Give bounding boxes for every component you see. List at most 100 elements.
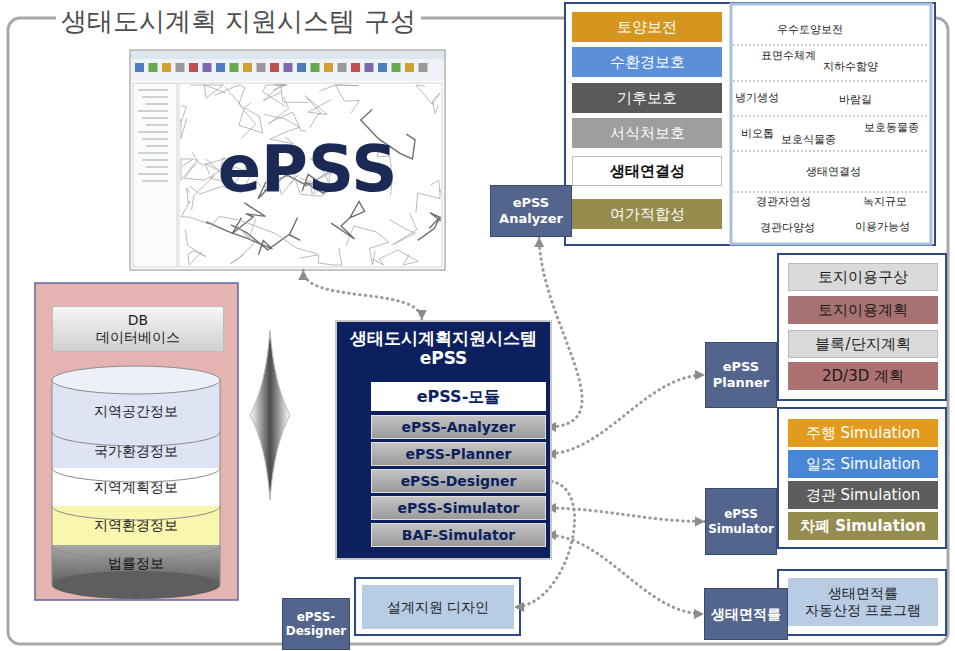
tool-icon — [270, 63, 279, 72]
diagram-title: 생태도시계획 지원시스템 구성 — [56, 6, 421, 37]
map-stroke — [185, 152, 220, 180]
module-label: ePSS-Designer — [282, 598, 350, 650]
db-layer: 국가환경정보 — [52, 436, 220, 466]
map-stroke — [232, 203, 265, 234]
node-text: 기후보호 — [617, 89, 677, 107]
category-box: 서식처보호 — [572, 118, 722, 148]
module-header: ePSS-모듈 — [371, 382, 546, 411]
db-layer: 지역계획정보 — [52, 472, 220, 502]
node-text: 법률정보 — [108, 555, 164, 572]
tree-line — [146, 125, 168, 126]
table-cell: 표면수체계 — [760, 48, 817, 63]
node-text: DB 데이터베이스 — [96, 312, 180, 346]
row-line — [733, 45, 929, 46]
table-cell: 바람길 — [838, 92, 873, 107]
node-text: 국가환경정보 — [94, 443, 178, 460]
cylinder-bottom — [52, 571, 220, 599]
module-label: 생태면적률 — [704, 588, 788, 640]
tool-icon — [230, 63, 239, 72]
map-stroke — [305, 96, 331, 128]
map-stroke — [263, 85, 308, 107]
cylinder-side — [220, 380, 221, 585]
map-stroke — [346, 226, 389, 265]
tree-line — [142, 139, 168, 140]
category-box: 수환경보호 — [572, 47, 722, 77]
map-stroke — [181, 159, 194, 180]
map-stroke — [319, 85, 359, 113]
column-frame — [731, 4, 931, 244]
module-row: ePSS-Designer — [371, 469, 546, 493]
connector — [250, 330, 290, 500]
node-text: ePSS-Designer — [286, 610, 346, 639]
tree-line — [142, 160, 168, 161]
map-area — [179, 83, 442, 267]
db-layer: 법률정보 — [52, 549, 220, 577]
node-text: 수환경보호 — [610, 53, 685, 71]
node-text: 생태연결성 — [610, 162, 685, 180]
table-cell: 지하수함양 — [822, 59, 879, 74]
map-stroke — [214, 85, 255, 139]
simulator-panel — [778, 408, 946, 548]
cylinder-top — [52, 366, 220, 394]
cylinder-band — [52, 432, 220, 468]
index-table — [565, 3, 935, 245]
row-line — [733, 116, 929, 117]
dotted-connector — [303, 270, 422, 320]
node-text: ePSS-Planner — [406, 446, 512, 463]
node-text: 토양보전 — [617, 18, 677, 36]
tool-icon — [419, 63, 428, 72]
tree-line — [146, 104, 168, 105]
node-text: 생태면적률 — [711, 606, 781, 623]
connector — [546, 503, 705, 527]
db-panel — [35, 283, 238, 600]
table-cell: 녹지규모 — [862, 194, 908, 209]
plan-box: 토지이용계획 — [788, 296, 938, 324]
table-cell: 생태연결성 — [805, 164, 862, 179]
tool-icon — [135, 63, 144, 72]
cylinder-band — [52, 506, 220, 545]
tool-icon — [392, 63, 401, 72]
arrow-head — [417, 310, 427, 320]
table-cell: 비오톱 — [740, 126, 775, 141]
tree-line — [146, 146, 168, 147]
node-text: 2D/3D 계획 — [822, 367, 904, 385]
map-stroke — [231, 219, 256, 264]
tree-line — [142, 97, 168, 98]
cylinder-side — [52, 380, 53, 585]
map-stroke — [416, 180, 440, 212]
screenshot — [130, 50, 445, 270]
node-text: 주행 Simulation — [806, 424, 921, 442]
db-cylinder — [52, 366, 220, 599]
row-line — [733, 81, 929, 82]
plan-box: 블록/단지계획 — [788, 330, 938, 358]
node-text: 토지이용계획 — [818, 301, 908, 319]
tool-icon — [378, 63, 387, 72]
arrow-head — [694, 609, 704, 619]
node-text: ePSS-Designer — [401, 473, 517, 490]
map-lines — [135, 63, 440, 265]
node-text: 서식처보호 — [610, 124, 685, 142]
node-text: 토지이용구상 — [818, 268, 908, 286]
db-header: DB 데이터베이스 — [52, 306, 224, 352]
dotted-connector — [546, 375, 705, 454]
plan-box: 토지이용구상 — [788, 263, 938, 291]
tree-line — [146, 167, 168, 168]
map-stroke — [231, 218, 300, 250]
table-cell: 경관자연성 — [755, 194, 812, 209]
node-text: ePSS Simulator — [708, 507, 774, 536]
tool-icon — [149, 63, 158, 72]
tree-panel — [133, 83, 177, 267]
map-stroke — [389, 213, 417, 245]
screen-frame — [130, 50, 445, 270]
map-stroke — [373, 250, 419, 265]
tree-line — [138, 174, 168, 175]
planner-panel — [778, 254, 946, 400]
tool-icon — [297, 63, 306, 72]
node-text: 설계지원 디자인 — [387, 599, 489, 616]
table-cell: 우수토양보전 — [776, 22, 844, 37]
db-layer: 지역환경정보 — [52, 510, 220, 540]
category-box: 생태연결성 — [572, 156, 722, 186]
band-lines — [52, 432, 220, 559]
connector — [298, 270, 427, 320]
node-text: 지역공간정보 — [94, 403, 178, 420]
